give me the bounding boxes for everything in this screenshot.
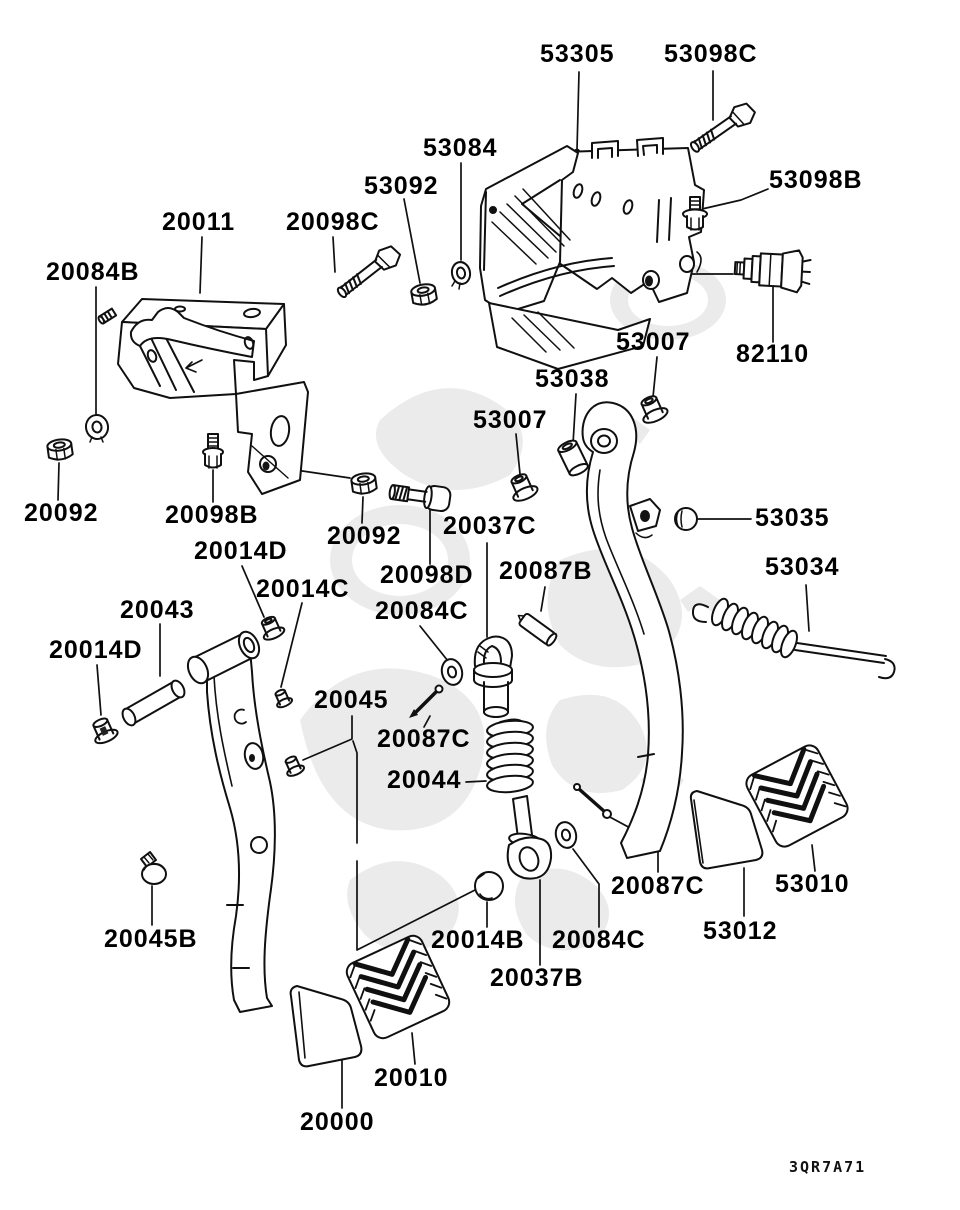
drawing-code: 3QR7A71 [789,1158,867,1176]
part-label-20092-2: 20092 [327,522,402,550]
part-drawing-20084C-washer [440,658,464,686]
part-label-20084B: 20084B [46,258,140,286]
part-label-20014C: 20014C [256,575,350,603]
part-label-20014B: 20014B [431,926,525,954]
part-drawing-20000-clutch-pedal [186,630,363,1068]
part-label-53007-2: 53007 [473,406,548,434]
part-drawing-20037C-clevis [473,635,513,718]
part-label-53305: 53305 [540,40,615,68]
part-label-20084C-2: 20084C [552,926,646,954]
part-label-53035: 53035 [755,504,830,532]
part-drawing-53038-spacer [557,439,589,477]
leader-lines [57,70,816,1109]
part-label-53034: 53034 [765,553,840,581]
part-label-20014D-2: 20014D [49,636,143,664]
part-drawing-20010-pad [345,934,451,1040]
part-label-53038: 53038 [535,365,610,393]
part-label-53007: 53007 [616,328,691,356]
part-label-53010: 53010 [775,870,850,898]
part-drawing-20098C-bolt [336,245,402,299]
part-drawing-20087B-pin [517,612,558,647]
part-drawing-53007-bushing [640,395,669,424]
part-drawing-20014C-bushing [274,688,294,709]
part-label-20092: 20092 [24,499,99,527]
watermark [300,161,726,952]
part-label-53084: 53084 [423,134,498,162]
part-drawing-53035-plug [674,507,698,531]
part-drawing-20044-spring [486,718,534,794]
part-label-20010: 20010 [374,1064,449,1092]
part-drawing-53007-bushing-2 [510,473,539,502]
part-label-53092: 53092 [364,172,439,200]
part-drawing-53305-bracket [479,137,705,370]
part-drawing-20011-bracket [97,298,309,495]
part-drawing-20037B-clevis [506,795,553,880]
part-label-20044: 20044 [387,766,462,794]
part-label-20087C-2: 20087C [611,872,705,900]
part-label-20045B: 20045B [104,925,198,953]
part-label-20098C: 20098C [286,208,380,236]
part-label-20098D: 20098D [380,561,474,589]
part-label-53012: 53012 [703,917,778,945]
part-drawing-20014B-ball [474,871,504,901]
part-label-20087C: 20087C [377,725,471,753]
part-label-20014D: 20014D [194,537,288,565]
part-drawing-53092-nut [410,283,438,306]
part-drawing-20043-shaft [121,679,186,727]
part-label-20045: 20045 [314,686,389,714]
part-drawing-20098D-bolt [388,484,452,513]
part-drawing-53098C-bolt [689,102,756,153]
part-label-20011: 20011 [162,208,236,236]
part-drawing-20087C-pin [409,684,444,718]
part-drawing-20045-bushing [284,755,306,777]
part-drawing-20084C-washer-2 [554,821,578,849]
part-drawing-20098B-bolt [202,433,224,469]
part-label-20000: 20000 [300,1108,375,1136]
part-drawing-20014D-bushing [260,615,286,641]
part-drawing-20087C-pin-2 [573,783,612,819]
part-drawing-53084-ring [450,261,472,290]
part-drawing-53010-pad [745,744,849,848]
part-label-53098B: 53098B [769,166,863,194]
part-label-20087B: 20087B [499,557,593,585]
part-drawing-20092-nut [46,438,74,461]
part-drawing-53034-return-spring [691,597,896,680]
part-drawing-53098B-bolt [682,196,708,231]
part-label-20043: 20043 [120,596,195,624]
part-label-20037B: 20037B [490,964,584,992]
stud-icon [97,307,118,325]
part-drawing-20092-nut-2 [350,472,378,495]
part-label-82110: 82110 [736,340,810,368]
part-label-20098B: 20098B [165,501,259,529]
part-label-20084C: 20084C [375,597,469,625]
part-label-20037C: 20037C [443,512,537,540]
part-drawing-20045B-stopper [140,851,167,885]
part-label-53098C: 53098C [664,40,758,68]
part-drawing-20084B-clip [84,414,110,443]
part-drawing-82110-switch [733,249,812,294]
part-drawing-20014D-bushing-2 [92,717,119,745]
part-drawing-53012-brake-pedal [581,401,764,870]
